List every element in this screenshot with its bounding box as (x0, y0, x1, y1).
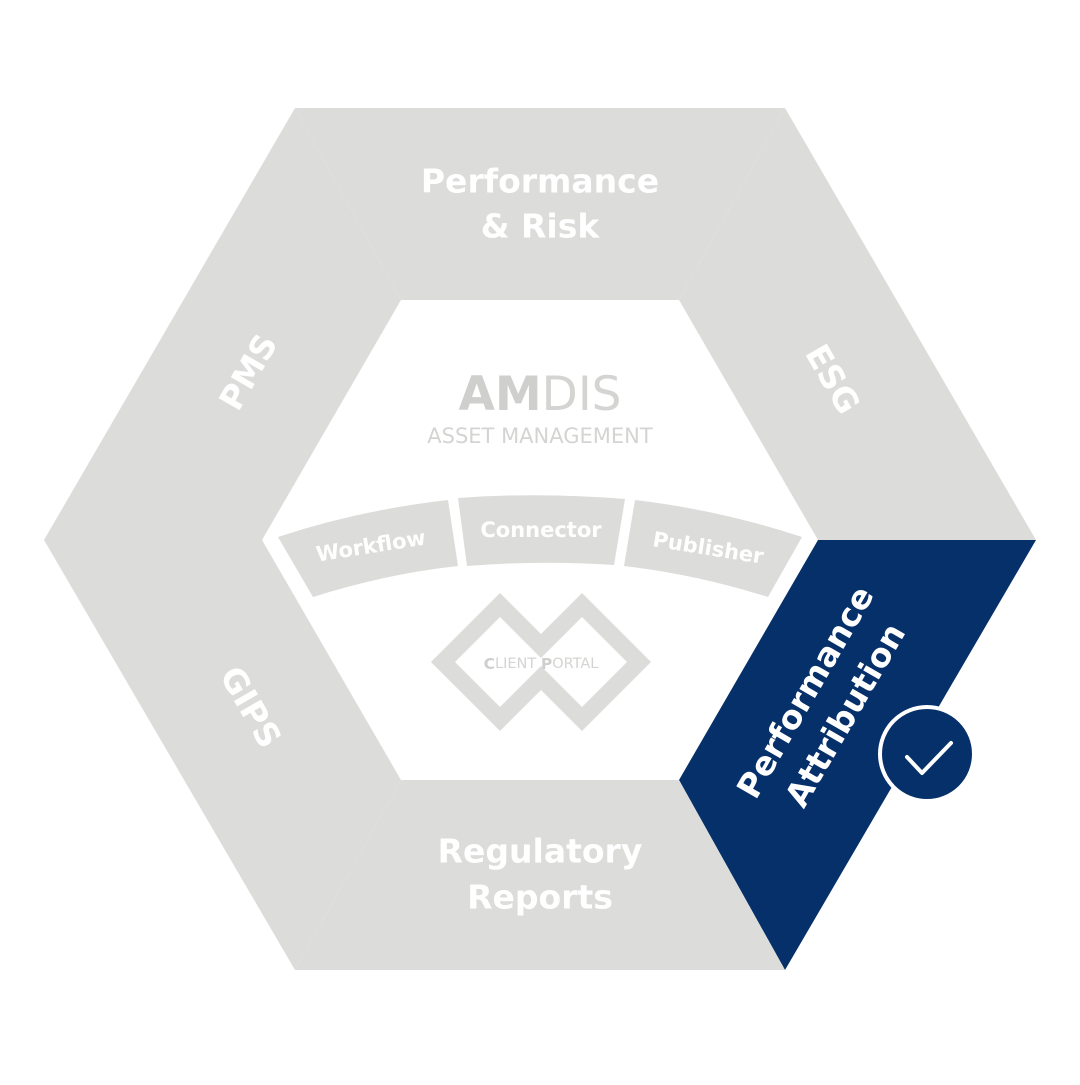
segment-upper-left-pms[interactable] (44, 108, 401, 540)
label-performance-risk: Performance & Risk (421, 162, 659, 246)
amdis-logo: AMDIS ASSET MANAGEMENT (427, 367, 653, 448)
regulatory-reports-line1: Regulatory (438, 832, 643, 871)
module-tabs: Workflow Connector Publisher (278, 495, 802, 597)
segment-top-performance-risk[interactable] (295, 108, 785, 300)
selected-check-badge (878, 705, 976, 803)
amdis-wordmark-bold: AM (458, 367, 541, 422)
segment-upper-right-esg[interactable] (679, 108, 1036, 540)
checkmark-icon (905, 741, 953, 775)
tab-publisher[interactable] (624, 500, 802, 597)
label-regulatory-reports: Regulatory Reports (438, 832, 643, 917)
tab-connector[interactable] (458, 495, 625, 566)
client-portal-shape (430, 592, 652, 732)
check-badge-circle (878, 705, 976, 803)
segment-lower-right-performance-attribution[interactable] (679, 540, 1036, 970)
amdis-wordmark-light: DIS (542, 367, 622, 422)
performance-risk-line1: Performance (421, 162, 659, 201)
client-portal-emblem: CLIENT PORTAL (430, 592, 652, 732)
performance-risk-line2: & Risk (481, 207, 601, 246)
regulatory-reports-line2: Reports (467, 878, 613, 917)
tab-workflow[interactable] (278, 500, 458, 597)
tab-connector-label: Connector (480, 518, 602, 542)
client-portal-text: CLIENT PORTAL (484, 655, 599, 673)
segment-lower-left-gips[interactable] (44, 540, 401, 970)
amdis-wordmark: AMDIS (458, 367, 621, 422)
segment-bottom-regulatory-reports[interactable] (295, 780, 785, 970)
asset-management-subtitle: ASSET MANAGEMENT (427, 424, 653, 448)
